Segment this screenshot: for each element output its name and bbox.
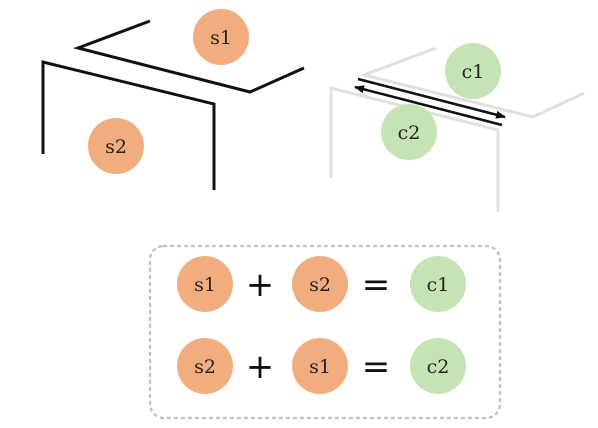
arrow-backward: [354, 85, 503, 127]
eq1-plus-sign: +: [246, 265, 275, 305]
svg-text:s2: s2: [194, 356, 216, 378]
eq1-result-node: c1: [410, 256, 466, 312]
svg-text:s1: s1: [309, 356, 331, 378]
eq1-equals-sign: =: [362, 265, 391, 305]
svg-text:+: +: [246, 347, 275, 387]
equation-box-border: [148, 244, 502, 420]
svg-text:c2: c2: [398, 122, 421, 144]
equation-row-2: s2 + s1 = c2: [177, 338, 466, 394]
line-piece-s2: [41, 60, 216, 190]
svg-text:c1: c1: [427, 274, 450, 296]
node-s1: s1: [193, 9, 249, 65]
node-s2: s2: [88, 118, 144, 174]
eq2-equals-sign: =: [362, 347, 391, 387]
eq1-right-node: s2: [292, 256, 348, 312]
svg-text:s1: s1: [210, 27, 232, 49]
equation-box: s1 + s2 = c1 s2 +: [148, 244, 502, 420]
line-piece-s1: [73, 19, 305, 94]
eq2-right-node: s1: [292, 338, 348, 394]
svg-text:c2: c2: [427, 356, 450, 378]
ghost-piece-top: [358, 46, 585, 119]
eq2-left-node: s2: [177, 338, 233, 394]
node-c1: c1: [445, 43, 501, 99]
left-panel: s1 s2: [41, 9, 305, 190]
eq1-left-node: s1: [177, 256, 233, 312]
arrow-forward: [357, 77, 506, 119]
right-panel: c1 c2: [329, 43, 585, 212]
eq2-plus-sign: +: [246, 347, 275, 387]
eq2-result-node: c2: [410, 338, 466, 394]
equation-row-1: s1 + s2 = c1: [177, 256, 466, 312]
svg-text:c1: c1: [462, 61, 485, 83]
svg-text:s2: s2: [105, 136, 127, 158]
svg-text:=: =: [362, 265, 391, 305]
svg-text:=: =: [362, 347, 391, 387]
svg-text:+: +: [246, 265, 275, 305]
svg-text:s1: s1: [194, 274, 216, 296]
node-c2: c2: [381, 104, 437, 160]
svg-text:s2: s2: [309, 274, 331, 296]
